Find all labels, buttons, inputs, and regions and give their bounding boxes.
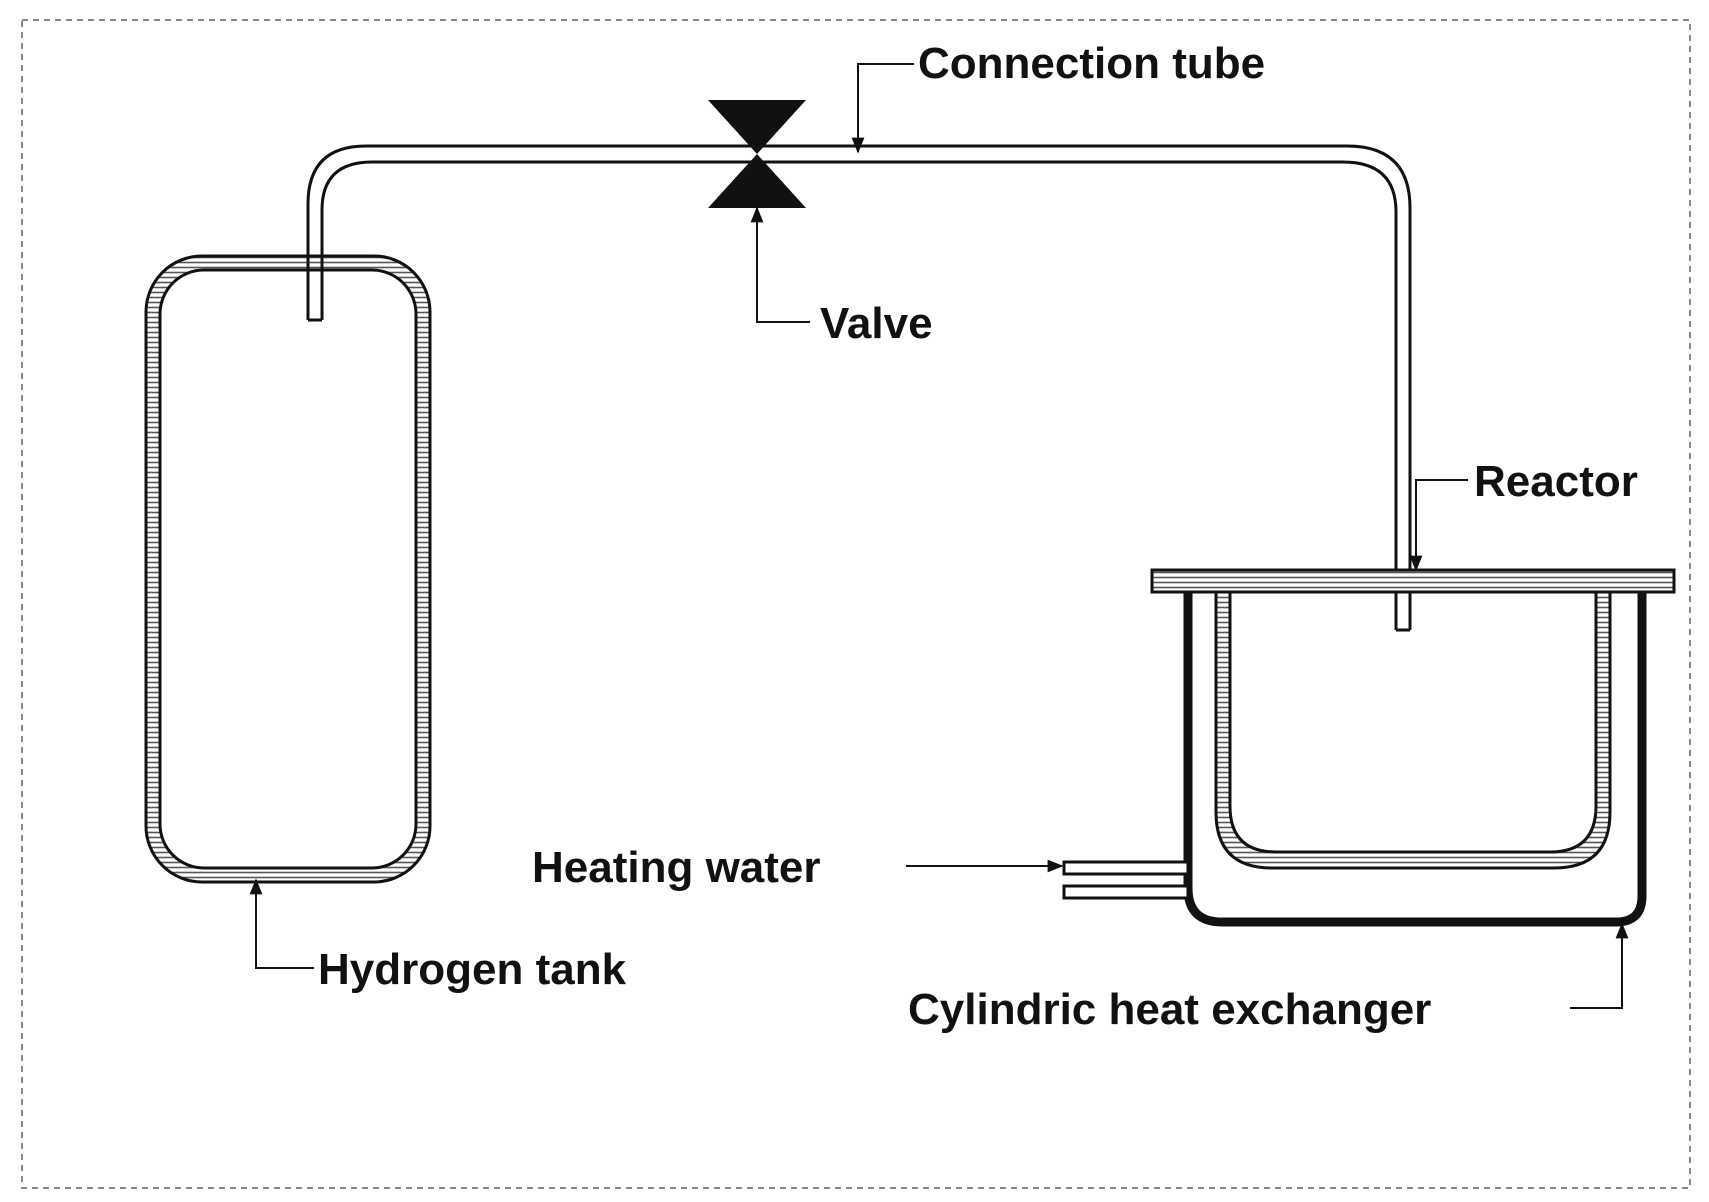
cylindric-heat-exchanger-label: Cylindric heat exchanger: [908, 985, 1431, 1034]
connection-tube: [306, 144, 1412, 632]
reactor-leader: [1409, 479, 1468, 572]
diagram-frame: [21, 19, 1691, 1189]
heating-water-label: Heating water: [532, 843, 821, 892]
hydrogen-tank-leader: [249, 878, 314, 969]
connection-tube-leader: [851, 63, 914, 154]
reactor-lid: [1150, 568, 1676, 594]
valve-label: Valve: [820, 299, 933, 348]
valve: [708, 100, 806, 208]
heat-exchanger-leader: [1570, 922, 1629, 1009]
hydrogen-tank-label: Hydrogen tank: [318, 945, 627, 994]
reactor-vessel: [1214, 590, 1612, 870]
cylindric-heat-exchanger: [1062, 592, 1647, 927]
reactor-label: Reactor: [1474, 457, 1638, 506]
leader-lines: [249, 63, 1629, 1009]
valve-leader: [750, 206, 810, 323]
hydrogen-tank: [144, 254, 432, 884]
reactor: [1150, 568, 1676, 870]
connection-tube-label: Connection tube: [918, 39, 1265, 88]
